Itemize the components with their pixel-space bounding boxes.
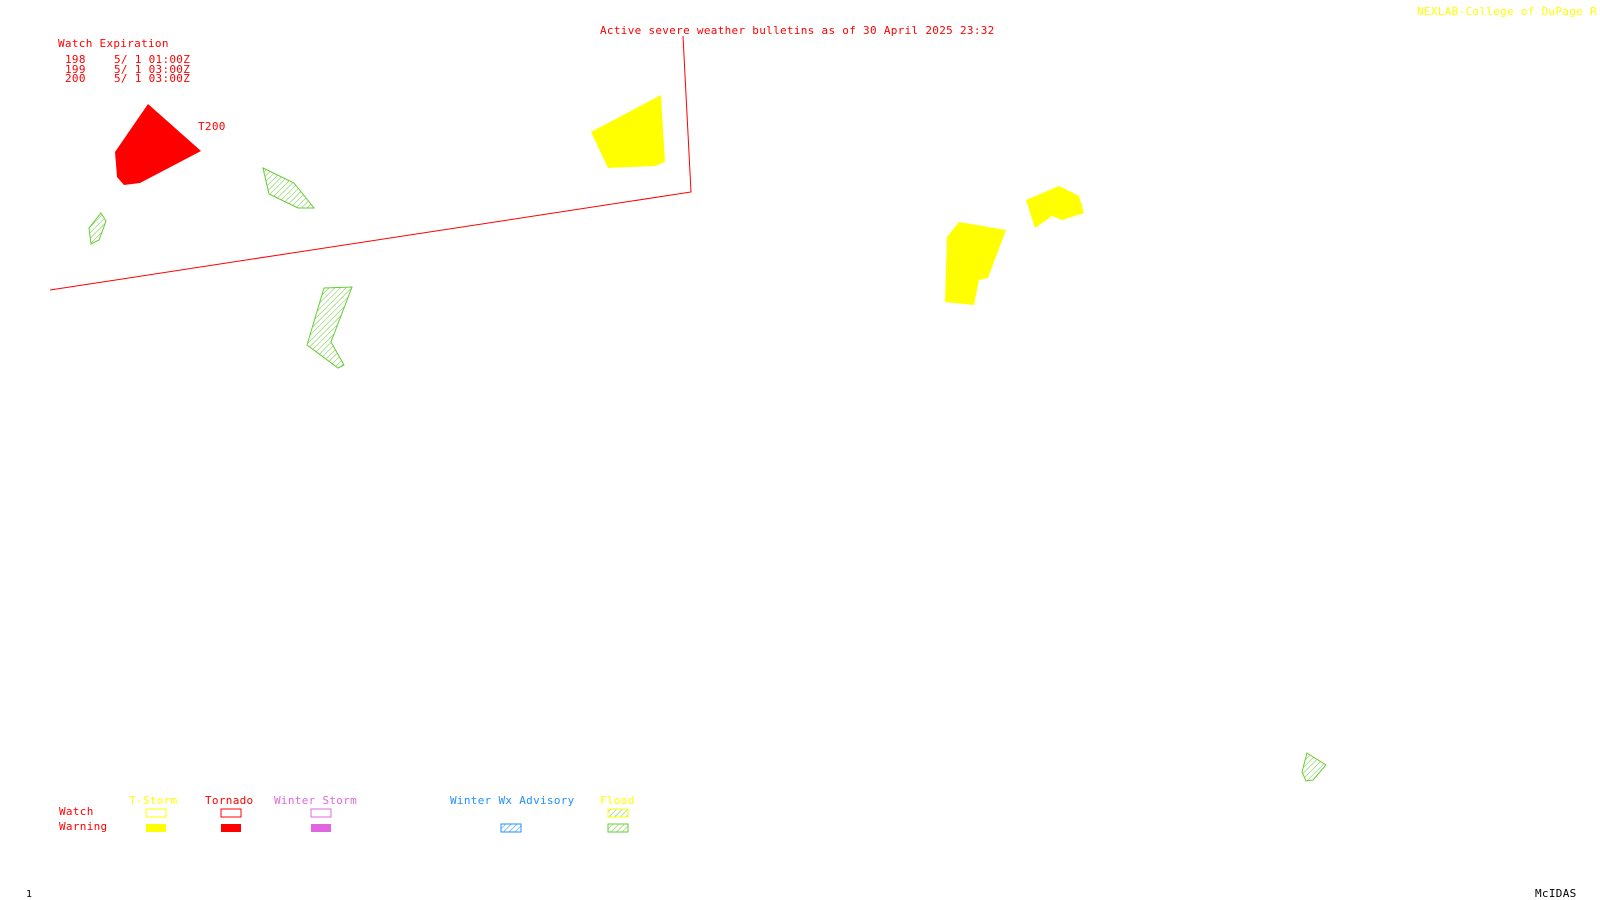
flood-warning-polygon-1 [262,167,316,209]
legend-tstorm-watch-box [145,808,167,818]
legend-tornado-warning-box [221,824,241,832]
legend-winter-wx-advisory-box [500,823,522,833]
watch-expiration-heading: Watch Expiration [58,37,169,50]
watch-label-t200: T200 [198,120,226,133]
watch-time-199: 5/ 1 03:00Z [114,63,191,76]
tstorm-warning-polygon-1 [591,95,665,168]
flood-warning-polygon-2 [88,212,107,245]
data-credit: NEXLAB-College of DuPage R [1417,5,1597,18]
software-label: McIDAS [1535,887,1577,900]
flood-warning-polygon-3 [306,286,353,369]
tstorm-warning-polygon-3 [945,222,1006,305]
legend-tstorm-warning-box [146,824,166,832]
tstorm-warning-polygon-2 [1026,186,1084,228]
tornado-warning-polygon [115,104,201,185]
legend-label-winter-wx-advisory: Winter Wx Advisory [450,794,575,807]
legend-row-watch: Watch [59,805,94,818]
legend-label-tstorm: T-Storm [129,794,178,807]
flood-warning-polygon-4 [1301,752,1327,782]
legend-winter-storm-warning-box [311,824,331,832]
legend-label-flood: Flood [600,794,635,807]
bulletin-title: Active severe weather bulletins as of 30… [600,24,995,37]
watch-id-198: 198 [65,53,86,66]
watch-id-200: 200 [65,72,86,85]
tornado-watch-outline [49,35,692,291]
legend-flood-watch-box [607,808,629,818]
watch-id-199: 199 [65,63,86,76]
watch-time-198: 5/ 1 01:00Z [114,53,191,66]
legend-row-warning: Warning [59,820,108,833]
frame-number: 1 [26,889,33,900]
legend-winter-storm-watch-box [310,808,332,818]
legend-tornado-watch-box [220,808,242,818]
legend-label-tornado: Tornado [205,794,254,807]
watch-time-200: 5/ 1 03:00Z [114,72,191,85]
legend-flood-warning-box [607,823,629,833]
legend-label-winter-storm: Winter Storm [274,794,358,807]
